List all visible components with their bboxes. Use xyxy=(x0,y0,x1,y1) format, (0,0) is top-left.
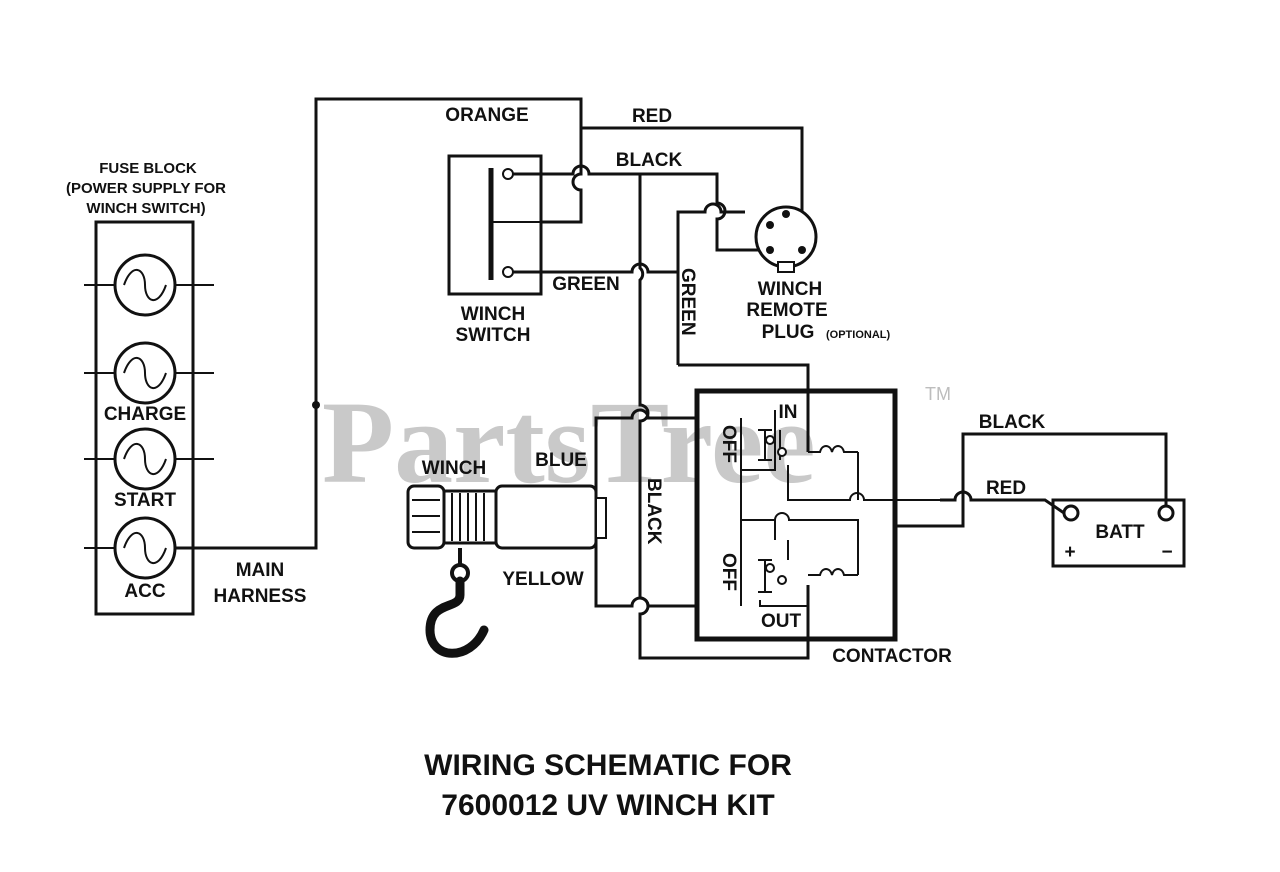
blue-wire xyxy=(594,408,695,496)
battery-minus: − xyxy=(1161,542,1172,563)
fuse-icon xyxy=(84,253,214,317)
red-wire-top xyxy=(581,126,804,250)
wire-label-red-top: RED xyxy=(632,106,672,127)
black-wire-top xyxy=(513,164,760,252)
black-wire-battery xyxy=(895,432,1168,528)
fuse-label-charge: CHARGE xyxy=(104,404,186,425)
battery-icon xyxy=(1051,498,1186,568)
remote-plug-label-3: PLUG xyxy=(762,322,815,343)
green-wire-down xyxy=(678,363,810,452)
green-wire-h xyxy=(513,262,678,274)
contactor-off-bottom: OFF xyxy=(718,553,739,591)
winch-icon xyxy=(406,484,607,550)
schematic-title-2: 7600012 UV WINCH KIT xyxy=(441,789,774,822)
battery-plus: + xyxy=(1064,542,1075,563)
black-wire-vertical xyxy=(638,174,810,660)
red-wire-battery xyxy=(940,490,1065,515)
green-wire-up xyxy=(676,202,745,365)
winch-switch-housing xyxy=(447,154,543,296)
remote-plug-optional: (OPTIONAL) xyxy=(826,329,890,341)
contactor-label: CONTACTOR xyxy=(832,646,952,667)
fuse-label-start: START xyxy=(114,490,176,511)
remote-plug-label-2: REMOTE xyxy=(746,300,827,321)
remote-plug-icon xyxy=(754,205,818,273)
wire-label-black-right: BLACK xyxy=(979,412,1046,433)
wire-label-black-v: BLACK xyxy=(643,478,664,545)
hook-icon xyxy=(425,548,489,658)
wire-label-blue: BLUE xyxy=(535,450,587,471)
winch-label: WINCH xyxy=(422,458,486,479)
wire-label-green-v: GREEN xyxy=(677,268,698,336)
contactor-out-label: OUT xyxy=(761,611,802,632)
fuse-block-housing xyxy=(94,220,195,616)
battery-label: BATT xyxy=(1095,522,1145,543)
schematic-title-1: WIRING SCHEMATIC FOR xyxy=(424,749,792,782)
contactor-off-top: OFF xyxy=(718,425,739,463)
main-harness-label-1: MAIN xyxy=(236,560,285,581)
fuse-icon xyxy=(84,341,214,405)
main-harness-label-2: HARNESS xyxy=(214,586,307,607)
wire-label-orange: ORANGE xyxy=(445,105,528,126)
fuse-block-title-1: FUSE BLOCK xyxy=(99,160,197,177)
wire-label-black-top: BLACK xyxy=(616,150,683,171)
fuse-label-acc: ACC xyxy=(124,581,165,602)
contactor-housing xyxy=(694,388,898,642)
orange-wire xyxy=(541,152,583,224)
wire-label-red-right: RED xyxy=(986,478,1026,499)
remote-plug-label-1: WINCH xyxy=(758,279,822,300)
fuse-icon xyxy=(84,427,214,491)
contactor-in-label: IN xyxy=(779,402,798,423)
fuse-icon xyxy=(84,516,177,580)
wire-label-yellow: YELLOW xyxy=(502,569,583,590)
winch-switch-label-2: SWITCH xyxy=(456,325,531,346)
fuse-block-title-2: (POWER SUPPLY FOR xyxy=(66,180,226,197)
fuse-block-title-3: WINCH SWITCH) xyxy=(86,200,205,217)
fuse-block: FUSE BLOCK (POWER SUPPLY FOR WINCH SWITC… xyxy=(66,160,226,616)
wire-label-green-h: GREEN xyxy=(552,274,620,295)
yellow-wire xyxy=(594,540,695,608)
watermark-trademark: TM xyxy=(925,384,951,404)
winch-switch-label-1: WINCH xyxy=(461,304,525,325)
contactor xyxy=(694,388,940,642)
main-harness-wire xyxy=(175,97,583,550)
